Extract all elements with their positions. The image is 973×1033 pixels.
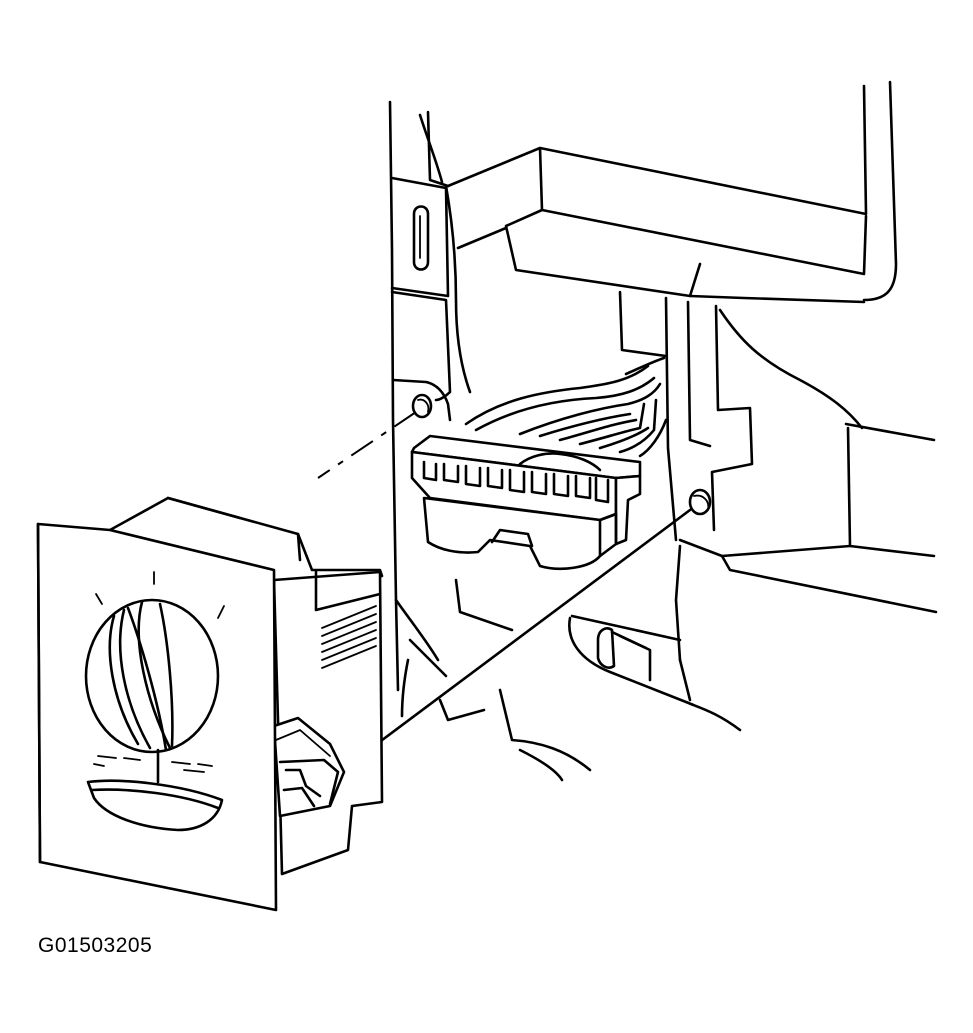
harness-connector <box>412 436 640 569</box>
retaining-clip <box>274 718 344 816</box>
dimmer-wheel <box>88 781 222 830</box>
figure-id-label: G01503205 <box>38 934 153 957</box>
instrument-panel-carrier <box>390 82 936 780</box>
mounting-hole-upper <box>413 395 431 417</box>
alignment-lines <box>318 412 690 770</box>
wiring-harness <box>466 358 666 456</box>
mounting-hole-lower <box>690 490 710 514</box>
switch-body <box>110 498 382 874</box>
switch-knob <box>86 600 218 782</box>
